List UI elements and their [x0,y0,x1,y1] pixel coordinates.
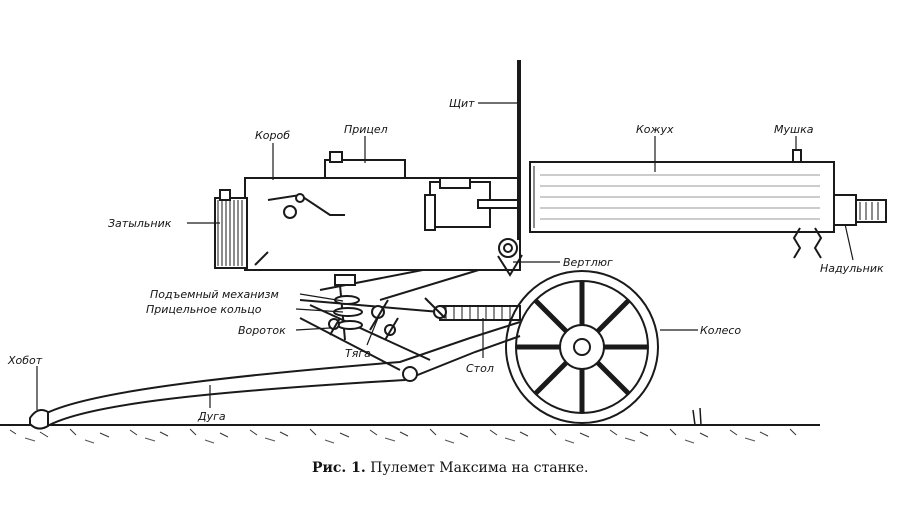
caption-prefix: Рис. 1. [312,460,366,476]
label-receiver: Короб [255,129,290,142]
figure-caption: Рис. 1. Пулемет Максима на станке. [312,460,588,476]
label-table: Стол [466,362,494,375]
carriage-table [299,254,521,321]
label-crank: Вороток [238,324,286,337]
label-trail-arc: Дуга [197,410,226,423]
trail [29,304,521,430]
wheel [505,270,659,424]
label-swivel: Вертлюг [563,256,613,269]
callout-labels: Щит Короб Прицел Кожух Мушка Затыльник В… [7,97,884,423]
water-jacket [529,149,887,259]
ground [0,407,820,444]
label-front-sight: Мушка [774,123,814,136]
elevating-mechanism [328,274,363,341]
label-elevating-mechanism: Подъемный механизм [150,288,279,301]
label-butt-plate: Затыльник [108,217,172,230]
receiver [214,151,521,271]
label-sight-ring: Прицельное кольцо [146,303,262,316]
label-muzzle: Надульник [820,262,884,275]
label-trail-end: Хобот [7,354,43,367]
trail-end-hobot [29,409,49,430]
label-wheel: Колесо [700,324,741,337]
label-rod: Тяга [345,347,371,360]
caption-text: Пулемет Максима на станке. [370,460,588,476]
leader-lines [36,102,854,410]
label-sight: Прицел [344,123,388,136]
label-jacket: Кожух [636,123,674,136]
label-shield: Щит [449,97,475,110]
